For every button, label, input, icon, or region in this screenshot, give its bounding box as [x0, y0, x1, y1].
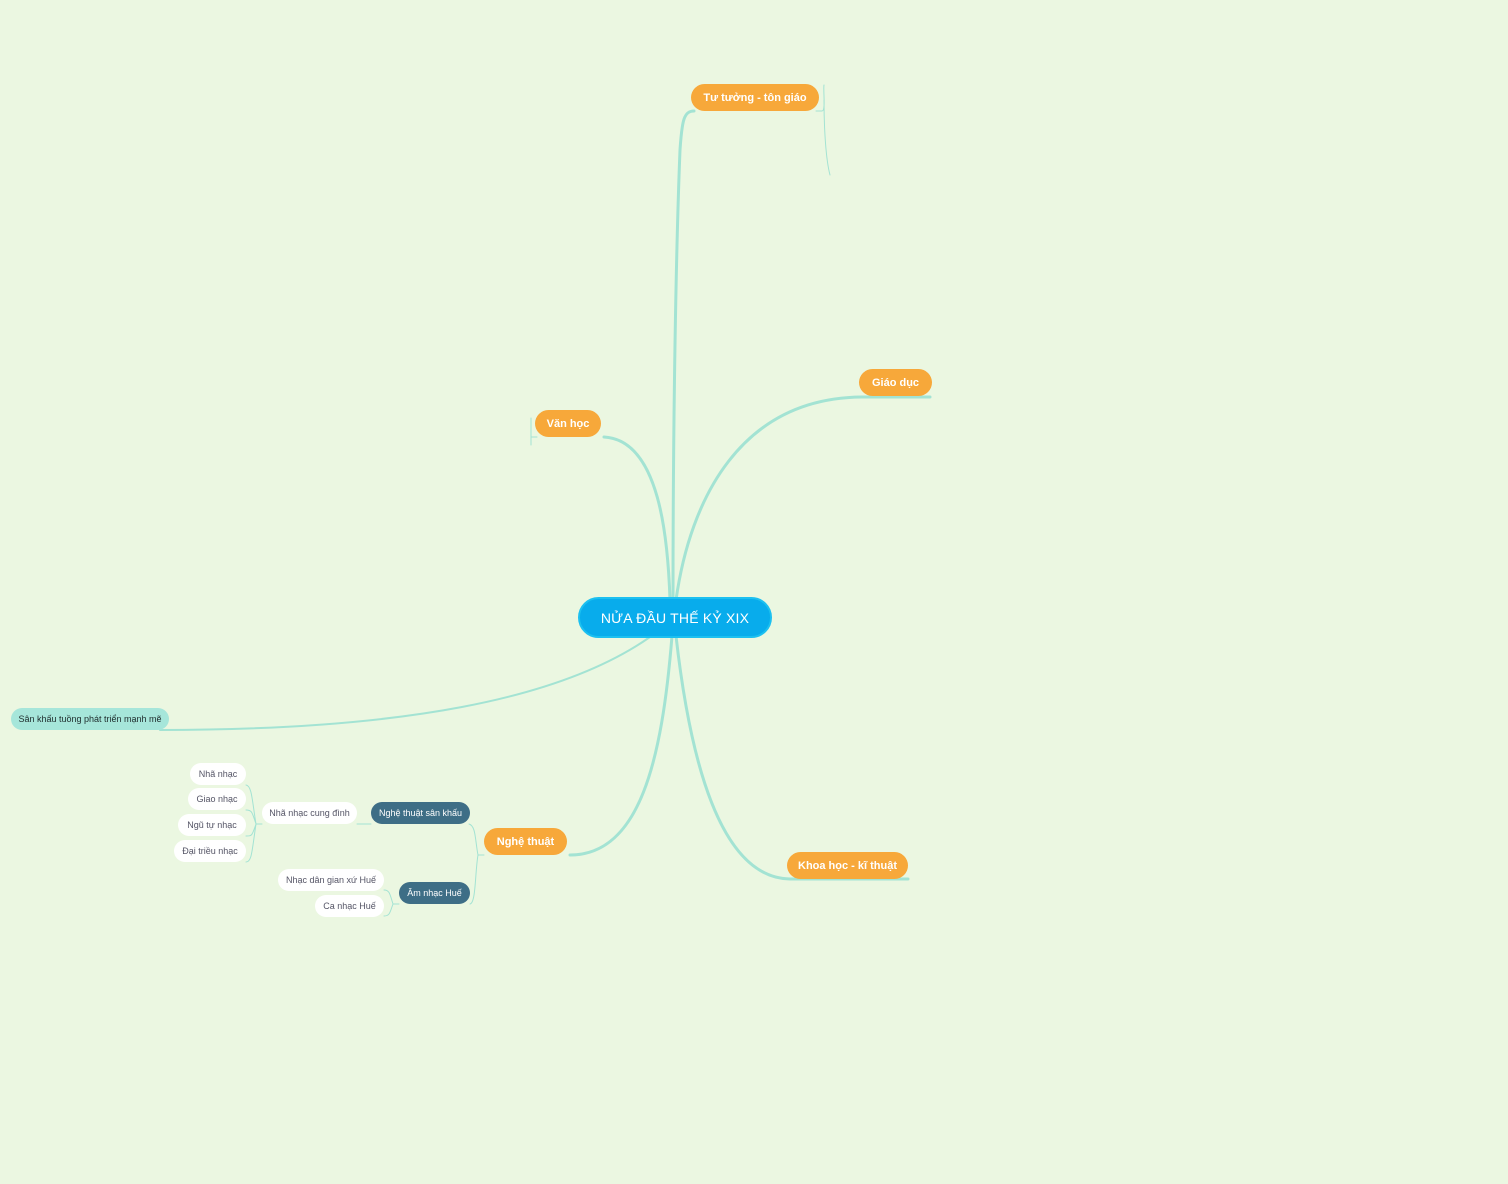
- leaf-nhac-dan-gian[interactable]: Nhạc dân gian xứ Huế: [278, 869, 384, 891]
- link-floating: [159, 636, 651, 731]
- leaf-giao-nhac-label: Giao nhạc: [196, 794, 238, 804]
- link-tu-tuong-stub: [815, 84, 831, 176]
- branch-van-hoc[interactable]: Văn học: [535, 410, 601, 437]
- branch-tu-tuong[interactable]: Tư tưởng - tôn giáo: [691, 84, 819, 111]
- link-tu-tuong: [671, 109, 696, 602]
- branch-tu-tuong-label: Tư tưởng - tôn giáo: [703, 91, 807, 104]
- root-node[interactable]: NỬA ĐẦU THẾ KỶ XIX: [578, 597, 772, 638]
- floating-san-khau-tuong[interactable]: Sân khấu tuồng phát triển mạnh mẽ: [11, 708, 169, 730]
- link-am-nhac-children: [383, 889, 400, 917]
- leaf-ca-nhac-hue-label: Ca nhạc Huế: [323, 901, 376, 911]
- branch-van-hoc-label: Văn học: [546, 417, 590, 430]
- branch-khoa-hoc[interactable]: Khoa học - kĩ thuật: [787, 852, 908, 879]
- branch-giao-duc[interactable]: Giáo dục: [859, 369, 932, 396]
- leaf-nhac-dan-gian-label: Nhạc dân gian xứ Huế: [285, 875, 377, 885]
- leaf-ngu-tu-nhac[interactable]: Ngũ tự nhạc: [178, 814, 246, 836]
- leaf-nha-nhac-cung-dinh[interactable]: Nhã nhạc cung đình: [262, 802, 357, 824]
- link-van-hoc: [602, 435, 672, 602]
- branch-nghe-thuat[interactable]: Nghệ thuật: [484, 828, 567, 855]
- leaf-dai-trieu-nhac-label: Đại triều nhạc: [182, 846, 238, 856]
- leaf-nha-nhac-cung-dinh-label: Nhã nhạc cung đình: [269, 808, 350, 818]
- root-label: NỬA ĐẦU THẾ KỶ XIX: [600, 609, 750, 626]
- branch-khoa-hoc-label: Khoa học - kĩ thuật: [798, 859, 897, 872]
- leaf-nha-nhac-label: Nhã nhạc: [198, 769, 238, 779]
- branch-nghe-thuat-label: Nghệ thuật: [496, 835, 555, 848]
- floating-san-khau-tuong-label: Sân khấu tuồng phát triển mạnh mẽ: [18, 714, 162, 724]
- leaf-giao-nhac[interactable]: Giao nhạc: [188, 788, 246, 810]
- link-nghe-thuat-children: [468, 823, 485, 905]
- link-van-hoc-stub: [530, 417, 538, 446]
- topic-am-nhac-hue-label: Âm nhạc Huế: [407, 888, 462, 898]
- link-nha-nhac-children: [245, 784, 263, 863]
- topic-nghe-thuat-san-khau[interactable]: Nghệ thuật sân khấu: [371, 802, 470, 824]
- topic-nghe-thuat-san-khau-label: Nghệ thuật sân khấu: [378, 808, 463, 818]
- branch-giao-duc-label: Giáo dục: [871, 376, 920, 389]
- link-nghe-thuat: [568, 634, 674, 857]
- leaf-ca-nhac-hue[interactable]: Ca nhạc Huế: [315, 895, 384, 917]
- leaf-ngu-tu-nhac-label: Ngũ tự nhạc: [187, 820, 237, 830]
- link-giao-duc: [674, 395, 932, 602]
- leaf-dai-trieu-nhac[interactable]: Đại triều nhạc: [174, 840, 246, 862]
- topic-am-nhac-hue[interactable]: Âm nhạc Huế: [399, 882, 470, 904]
- link-khoa-hoc: [674, 634, 910, 881]
- leaf-nha-nhac[interactable]: Nhã nhạc: [190, 763, 246, 785]
